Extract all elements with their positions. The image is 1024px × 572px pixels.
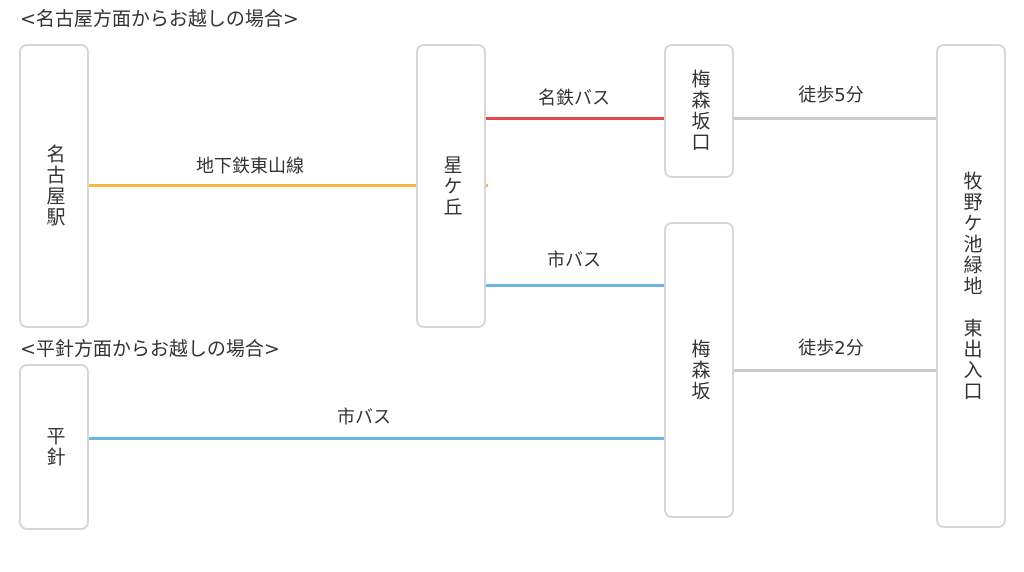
heading-from-hiraari: <平針方面からお越しの場合> (20, 338, 280, 360)
stop-umemorizaka-guchi: 梅森坂口 (664, 44, 734, 178)
station-hiraari-label: 平針 (43, 426, 66, 468)
station-hoshigaoka-label: 星ケ丘 (440, 154, 463, 218)
meitetsu-bus-label: 名鉄バス (538, 88, 610, 109)
walk-5min-label: 徒歩5分 (798, 85, 864, 106)
station-hoshigaoka: 星ケ丘 (416, 44, 486, 328)
city-bus-label-2: 市バス (337, 407, 391, 428)
stop-umemorizaka-guchi-label: 梅森坂口 (688, 69, 711, 153)
city-bus-line-hiraari (88, 437, 666, 440)
destination-label: 牧野ケ池緑地 東出入口 (960, 170, 983, 402)
subway-label: 地下鉄東山線 (196, 156, 304, 177)
city-bus-line-hoshigaoka (486, 284, 666, 287)
station-nagoya: 名古屋駅 (19, 44, 89, 328)
walk-2min-line (734, 369, 938, 372)
destination-makinoga-ike-east-entrance: 牧野ケ池緑地 東出入口 (936, 44, 1006, 528)
station-nagoya-label: 名古屋駅 (43, 144, 66, 228)
stop-umemorizaka: 梅森坂 (664, 222, 734, 518)
station-hiraari: 平針 (19, 364, 89, 530)
walk-2min-label: 徒歩2分 (798, 338, 864, 359)
city-bus-label-1: 市バス (547, 250, 601, 271)
meitetsu-bus-line (486, 117, 666, 120)
subway-higashiyama-line (88, 184, 488, 187)
walk-5min-line (734, 117, 938, 120)
stop-umemorizaka-label: 梅森坂 (688, 338, 711, 402)
heading-from-nagoya: <名古屋方面からお越しの場合> (20, 8, 299, 30)
